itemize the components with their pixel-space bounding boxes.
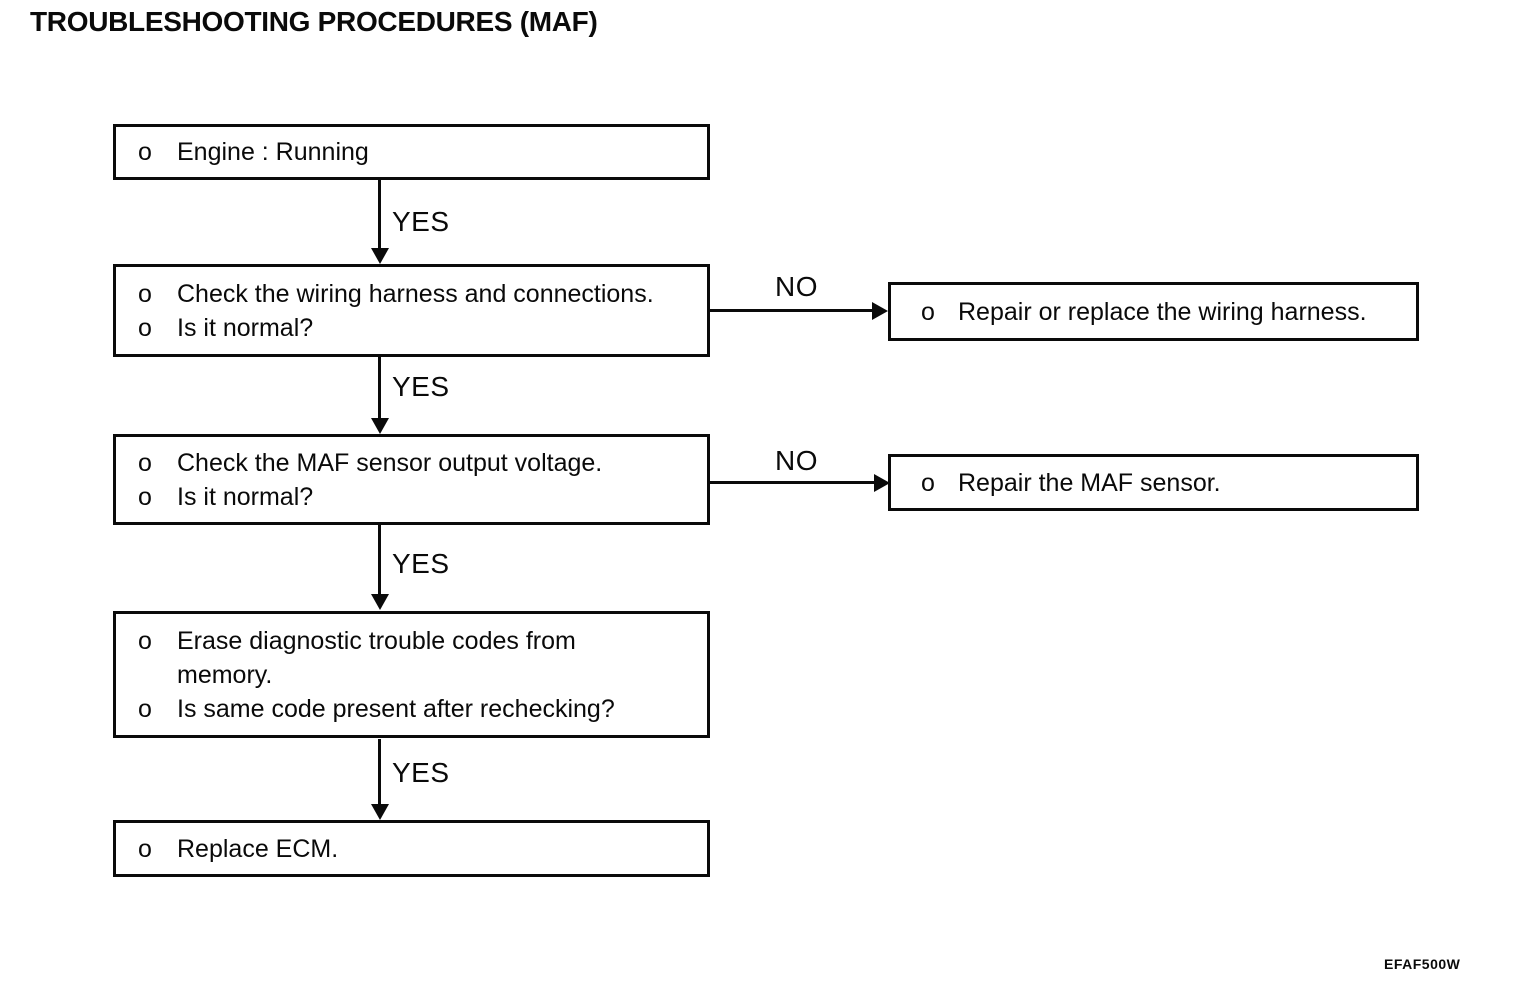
result-text: Repair or replace the wiring harness. [958,297,1367,326]
step-line-continuation: memory. [116,658,707,692]
step-line: o Is it normal? [116,311,707,345]
bullet-marker: o [138,694,152,723]
result-box-repair-wiring-harness: o Repair or replace the wiring harness. [888,282,1419,341]
step-text: Check the MAF sensor output voltage. [177,448,603,477]
step-line: o Engine : Running [116,135,707,169]
step-line: o Replace ECM. [116,832,707,866]
yes-label-3: YES [392,548,450,579]
step-line: o Check the wiring harness and connectio… [116,277,707,311]
page-title: TROUBLESHOOTING PROCEDURES (MAF) [30,6,598,37]
step-text: Check the wiring harness and connections… [177,279,654,308]
bullet-marker: o [138,138,152,166]
bullet-marker: o [138,448,152,477]
step-line: o Erase diagnostic trouble codes from [116,624,707,658]
step-line: o Is same code present after rechecking? [116,692,707,726]
figure-code: EFAF500W [1384,956,1461,972]
bullet-marker: o [138,626,152,655]
step-box-replace-ecm: o Replace ECM. [113,820,710,877]
bullet-marker: o [138,482,152,511]
step-text: Is same code present after rechecking? [177,694,615,723]
step-text: Is it normal? [177,313,314,342]
bullet-marker: o [921,468,935,497]
step-box-check-wiring-harness: o Check the wiring harness and connectio… [113,264,710,357]
bullet-marker: o [138,834,152,863]
yes-label-2: YES [392,371,450,402]
step-text: Erase diagnostic trouble codes from [177,626,576,655]
yes-arrow-2-line [378,357,381,418]
yes-arrow-1-line [378,180,381,248]
bullet-marker: o [138,313,152,342]
yes-arrow-2-head-icon [371,418,389,434]
yes-arrow-4-head-icon [371,804,389,820]
result-line: o Repair or replace the wiring harness. [891,295,1416,329]
yes-arrow-3-head-icon [371,594,389,610]
step-text: Is it normal? [177,482,314,511]
yes-arrow-4-line [378,739,381,804]
no-label-2: NO [775,445,818,476]
no-arrow-2-line [708,481,874,484]
no-label-1: NO [775,271,818,302]
step-box-erase-dtc: o Erase diagnostic trouble codes from me… [113,611,710,738]
no-arrow-1-line [708,309,874,312]
step-box-engine-running: o Engine : Running [113,124,710,180]
step-text: Replace ECM. [177,834,339,863]
result-box-repair-maf-sensor: o Repair the MAF sensor. [888,454,1419,511]
step-text: memory. [177,660,273,689]
step-box-check-maf-output-voltage: o Check the MAF sensor output voltage. o… [113,434,710,525]
step-line: o Check the MAF sensor output voltage. [116,446,707,480]
bullet-marker: o [138,279,152,308]
no-arrow-2-head-icon [874,474,890,492]
bullet-marker: o [921,297,935,326]
result-line: o Repair the MAF sensor. [891,466,1416,500]
step-line: o Is it normal? [116,480,707,514]
yes-label-4: YES [392,757,450,788]
yes-arrow-1-head-icon [371,248,389,264]
yes-arrow-3-line [378,525,381,594]
yes-label-1: YES [392,206,450,237]
result-text: Repair the MAF sensor. [958,468,1221,497]
no-arrow-1-head-icon [872,302,888,320]
step-text: Engine : Running [177,138,369,166]
